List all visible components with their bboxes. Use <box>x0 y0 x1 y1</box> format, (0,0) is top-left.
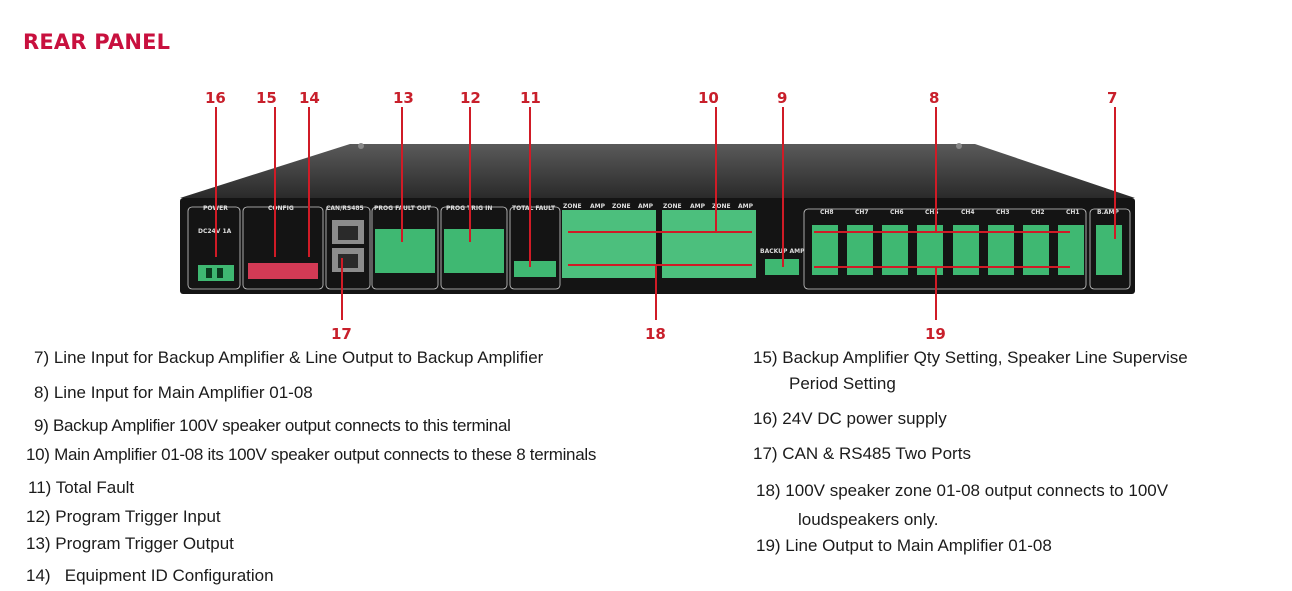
channel-label-ch7: CH7 <box>855 209 869 216</box>
callout-18-line <box>655 266 657 320</box>
callout-14-line <box>308 107 310 257</box>
callout-12: 12 <box>460 89 481 107</box>
description-8: 8) Line Input for Main Amplifier 01-08 <box>34 383 313 402</box>
channel-label-ch2: CH2 <box>1031 209 1045 216</box>
amp-label-3: AMP <box>690 203 706 210</box>
callout-13: 13 <box>393 89 414 107</box>
description-19: 19) Line Output to Main Amplifier 01-08 <box>756 536 1052 555</box>
callout-11: 11 <box>520 89 541 107</box>
zone-label-4: ZONE <box>712 203 731 210</box>
callout-18: 18 <box>645 325 666 343</box>
callout-19: 19 <box>925 325 946 343</box>
description-14: 14) Equipment ID Configuration <box>26 566 274 585</box>
description-7: 7) Line Input for Backup Amplifier & Lin… <box>34 348 544 367</box>
callout-17-line <box>341 258 343 320</box>
description-17: 17) CAN & RS485 Two Ports <box>753 444 971 463</box>
callout-10: 10 <box>698 89 719 107</box>
callout-16: 16 <box>205 89 226 107</box>
description-15: 15) Backup Amplifier Qty Setting, Speake… <box>753 348 1188 367</box>
description-13: 13) Program Trigger Output <box>26 534 234 553</box>
channel-label-ch1: CH1 <box>1066 209 1080 216</box>
callout-15: 15 <box>256 89 277 107</box>
callout-8: 8 <box>929 89 940 107</box>
channel-label-ch3: CH3 <box>996 209 1010 216</box>
callout-13-line <box>401 107 403 242</box>
amp-label-2: AMP <box>638 203 654 210</box>
amp-label-4: AMP <box>738 203 754 210</box>
zone-label-2: ZONE <box>612 203 631 210</box>
can-rs485-label: CAN/RS485 <box>326 205 364 212</box>
page-title: REAR PANEL <box>23 30 171 54</box>
b-amp-label: B.AMP <box>1097 209 1119 216</box>
amp-label-1: AMP <box>590 203 606 210</box>
callout-8-line <box>935 107 937 232</box>
total-fault-label: TOTAL FAULT <box>512 205 556 212</box>
channel-label-ch8: CH8 <box>820 209 834 216</box>
description-9: 9) Backup Amplifier 100V speaker output … <box>34 416 511 435</box>
callout-11-line <box>529 107 531 267</box>
description-10: 10) Main Amplifier 01-08 its 100V speake… <box>26 445 597 464</box>
channel-label-ch6: CH6 <box>890 209 904 216</box>
callout-7-line <box>1114 107 1116 239</box>
description-12: 12) Program Trigger Input <box>26 507 221 526</box>
callout-17: 17 <box>331 325 352 343</box>
device-lid <box>180 144 1135 198</box>
callout-9: 9 <box>777 89 788 107</box>
callout-15-line <box>274 107 276 257</box>
callout-9-line <box>782 107 784 267</box>
zone-label-1: ZONE <box>563 203 582 210</box>
zone-label-3: ZONE <box>663 203 682 210</box>
description-15-cont: Period Setting <box>789 374 896 393</box>
description-11: 11) Total Fault <box>28 478 135 497</box>
description-18: 18) 100V speaker zone 01-08 output conne… <box>756 481 1169 500</box>
callout-12-line <box>469 107 471 242</box>
callout-19-line <box>935 268 937 320</box>
description-18-cont: loudspeakers only. <box>798 510 939 529</box>
channel-label-ch4: CH4 <box>961 209 975 216</box>
description-16: 16) 24V DC power supply <box>753 409 947 428</box>
callout-7: 7 <box>1107 89 1118 107</box>
rear-panel-device <box>180 143 1135 294</box>
callout-14: 14 <box>299 89 320 107</box>
callout-10-line <box>715 107 717 232</box>
config-label: CONFIG <box>268 205 294 212</box>
callout-16-line <box>215 107 217 257</box>
power-rating: DC24V 1A <box>198 228 232 235</box>
channel-label-ch5: CH5 <box>925 209 939 216</box>
